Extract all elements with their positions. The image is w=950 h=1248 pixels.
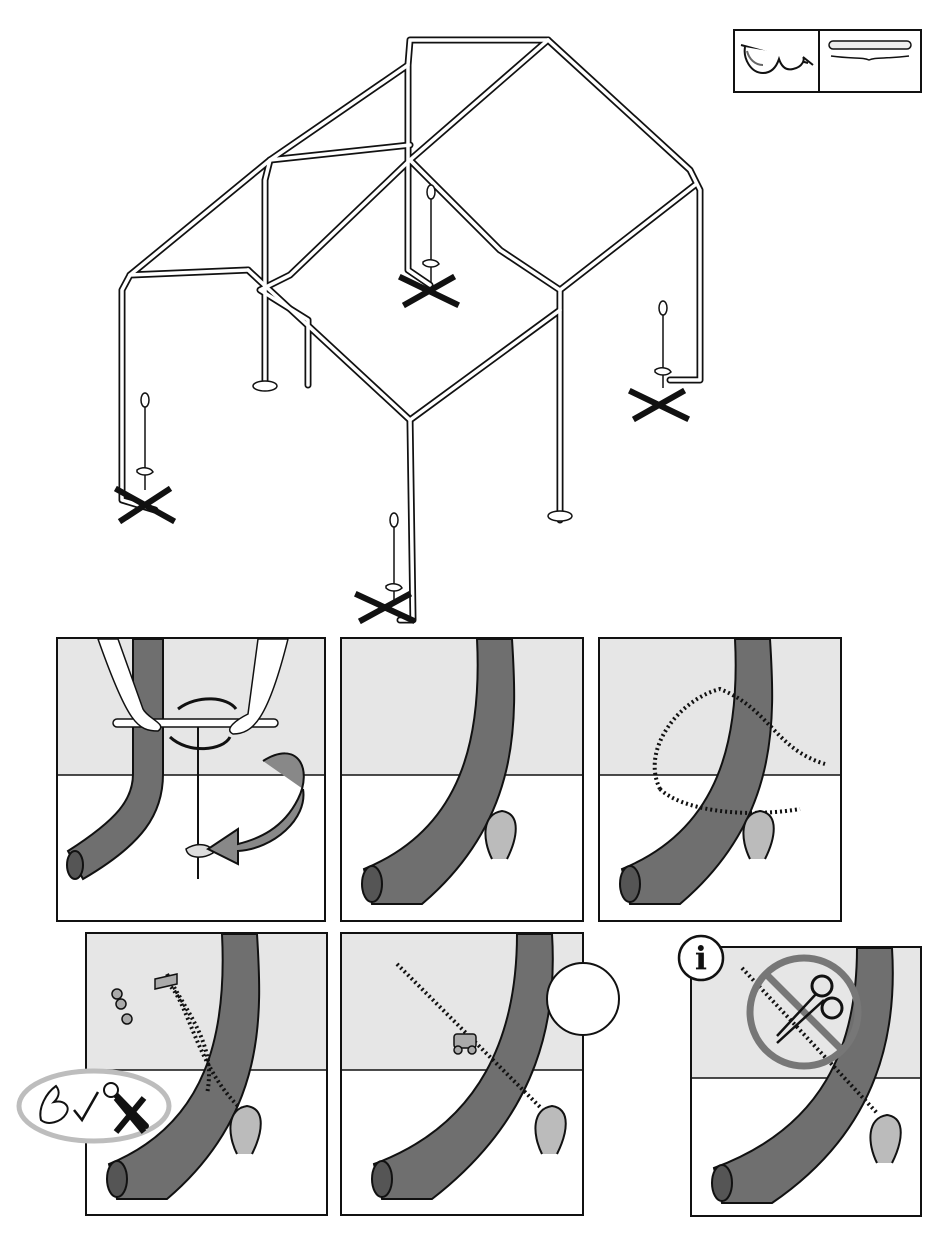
step-1-panel	[56, 637, 326, 922]
anchor-eye-icon	[485, 811, 515, 859]
anchor-eye-icon	[870, 1115, 900, 1163]
ground-anchor-icons	[137, 185, 671, 605]
info-symbol-text: i	[677, 939, 725, 977]
anchor-position-marks	[118, 278, 686, 620]
anchor-eye-icon	[743, 811, 773, 859]
foot-plate	[253, 381, 277, 391]
anchor-eye-icon	[535, 1106, 565, 1154]
step-6-panel	[690, 946, 922, 1217]
hand-tighten-badge	[16, 1068, 172, 1144]
frame-overview-diagram	[100, 20, 720, 630]
required-tools-box	[733, 29, 922, 93]
anchor-eye-icon	[230, 1106, 260, 1154]
foot-plate	[548, 511, 572, 521]
callout-circle	[544, 960, 622, 1038]
step-2-panel	[340, 637, 584, 922]
info-icon: i	[677, 934, 725, 982]
step-3-panel	[598, 637, 842, 922]
